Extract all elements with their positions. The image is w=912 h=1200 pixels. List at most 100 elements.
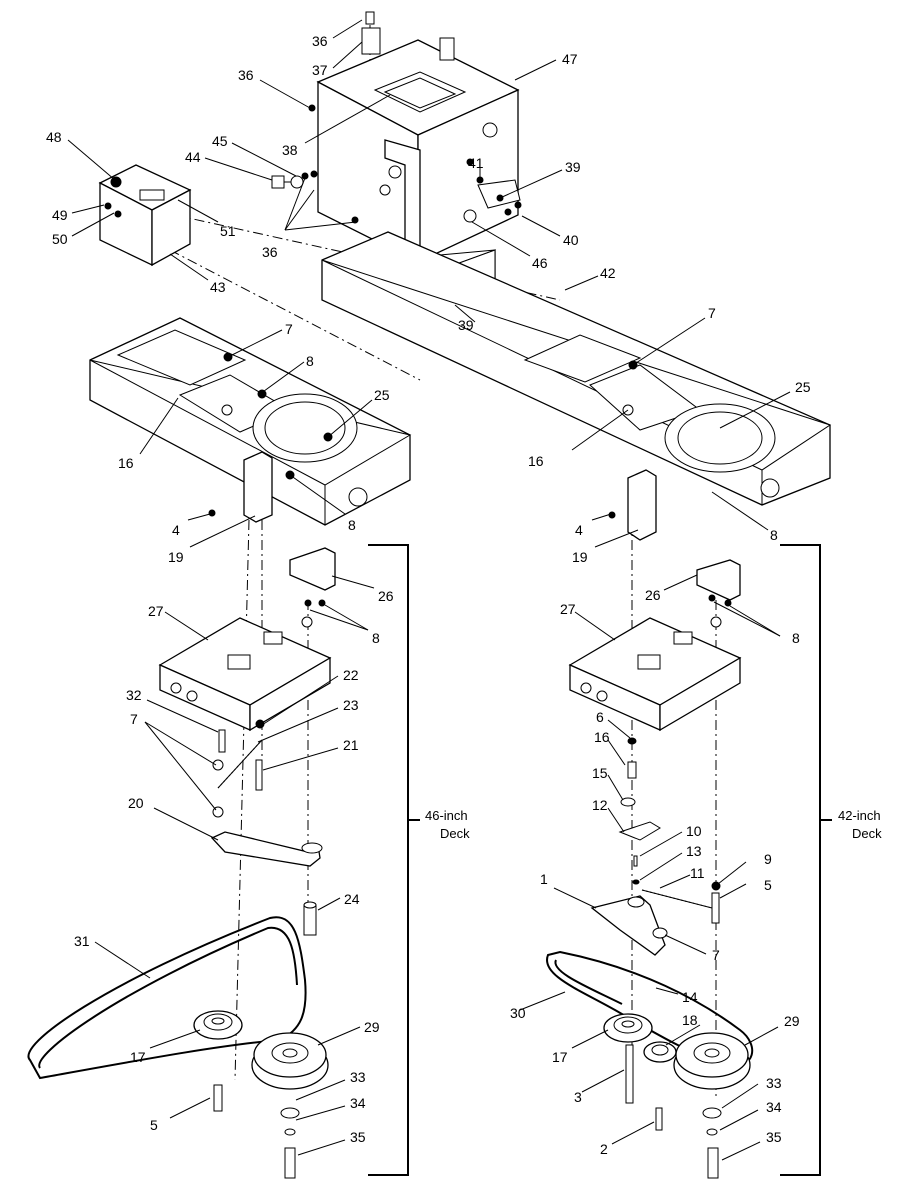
- callout-8: 8: [306, 353, 314, 369]
- idler-arm-icon: [590, 895, 668, 956]
- callout-6: 6: [596, 709, 604, 725]
- callout-39: 39: [458, 317, 474, 333]
- callout-8: 8: [372, 630, 380, 646]
- callout-2: 2: [600, 1141, 608, 1157]
- callout-44: 44: [185, 149, 201, 165]
- callout-17: 17: [552, 1049, 568, 1065]
- callout-35: 35: [350, 1129, 366, 1145]
- callout-7: 7: [708, 305, 716, 321]
- callout-8: 8: [348, 517, 356, 533]
- callout-12: 12: [592, 797, 608, 813]
- callout-40: 40: [563, 232, 579, 248]
- idler-pulley-icon: [643, 1041, 677, 1063]
- callout-48: 48: [46, 129, 62, 145]
- callout-34: 34: [766, 1099, 782, 1115]
- callout-7: 7: [130, 711, 138, 727]
- callout-20: 20: [128, 795, 144, 811]
- callout-27: 27: [560, 601, 576, 617]
- callout-16: 16: [528, 453, 544, 469]
- callout-50: 50: [52, 231, 68, 247]
- callout-19: 19: [572, 549, 588, 565]
- callout-35: 35: [766, 1129, 782, 1145]
- callout-29: 29: [784, 1013, 800, 1029]
- deck-label-46-line1: 46-inch: [425, 808, 468, 823]
- callout-29: 29: [364, 1019, 380, 1035]
- deck-bracket-left: [368, 544, 420, 1176]
- callout-27: 27: [148, 603, 164, 619]
- bolt-icon: [271, 170, 318, 189]
- callout-33: 33: [766, 1075, 782, 1091]
- callout-31: 31: [74, 933, 90, 949]
- alignment-lines: [169, 25, 717, 1100]
- spring-icon: [212, 719, 265, 818]
- callout-36: 36: [238, 67, 254, 83]
- frame-icon: [321, 231, 832, 506]
- hanger-bracket-left-icon: [208, 451, 273, 523]
- callout-14: 14: [682, 989, 698, 1005]
- callout-21: 21: [343, 737, 359, 753]
- deck-bracket-right: [780, 544, 832, 1176]
- callout-4: 4: [575, 522, 583, 538]
- callout-43: 43: [210, 279, 226, 295]
- callout-16: 16: [118, 455, 134, 471]
- callout-30: 30: [510, 1005, 526, 1021]
- callout-32: 32: [126, 687, 142, 703]
- deck-mount-plate-icon: [568, 617, 742, 732]
- callout-45: 45: [212, 133, 228, 149]
- idler-stack-right-icon: [618, 737, 661, 885]
- latch-bracket-icon: [463, 176, 522, 223]
- callout-49: 49: [52, 207, 68, 223]
- callout-26: 26: [645, 587, 661, 603]
- callout-37: 37: [312, 62, 328, 78]
- deck-bracket-left-icon: [289, 547, 336, 628]
- hanger-bracket-right-icon: [608, 469, 657, 541]
- callout-16: 16: [594, 729, 610, 745]
- deck-mount-plate-icon: [158, 617, 332, 732]
- callout-17: 17: [130, 1049, 146, 1065]
- pto-clutch-icon: [673, 1032, 751, 1090]
- callout-9: 9: [764, 851, 772, 867]
- callout-41: 41: [468, 155, 484, 171]
- fastener-stack-right-icon: [625, 1044, 722, 1179]
- callout-33: 33: [350, 1069, 366, 1085]
- shoulder-bolt-icon: [303, 901, 317, 936]
- callout-5: 5: [764, 877, 772, 893]
- idler-arm-icon: [210, 831, 323, 867]
- callout-11: 11: [690, 865, 705, 881]
- callout-24: 24: [344, 891, 360, 907]
- pto-clutch-icon: [251, 1032, 329, 1090]
- callout-26: 26: [378, 588, 394, 604]
- callout-labels: 36 37 47 36 48 45 44 38 41 39 49 50 51 3…: [46, 33, 882, 1157]
- callout-3: 3: [574, 1089, 582, 1105]
- callout-23: 23: [343, 697, 359, 713]
- callout-39: 39: [565, 159, 581, 175]
- callout-8: 8: [792, 630, 800, 646]
- callout-13: 13: [686, 843, 702, 859]
- callout-25: 25: [795, 379, 811, 395]
- deck-bracket-right-icon: [696, 559, 741, 628]
- battery-icon: [98, 164, 192, 267]
- callout-36: 36: [262, 244, 278, 260]
- callout-5: 5: [150, 1117, 158, 1133]
- callout-1: 1: [540, 871, 548, 887]
- spring-icon: [361, 11, 455, 61]
- callout-25: 25: [374, 387, 390, 403]
- spring-icon: [641, 881, 721, 924]
- callout-51: 51: [220, 223, 236, 239]
- callout-38: 38: [282, 142, 298, 158]
- callout-8: 8: [770, 527, 778, 543]
- seat-box-icon: [301, 39, 520, 264]
- drive-belt-icon: [27, 916, 307, 1080]
- callout-19: 19: [168, 549, 184, 565]
- deck-label-42-line2: Deck: [852, 826, 882, 841]
- callout-46: 46: [532, 255, 548, 271]
- callout-7: 7: [285, 321, 293, 337]
- pulley-icon: [603, 1013, 653, 1043]
- callout-22: 22: [343, 667, 359, 683]
- callout-36: 36: [312, 33, 328, 49]
- leader-lines: [67, 19, 791, 1161]
- callout-42: 42: [600, 265, 616, 281]
- pulley-icon: [193, 1010, 243, 1040]
- fastener-stack-left-icon: [213, 1084, 300, 1179]
